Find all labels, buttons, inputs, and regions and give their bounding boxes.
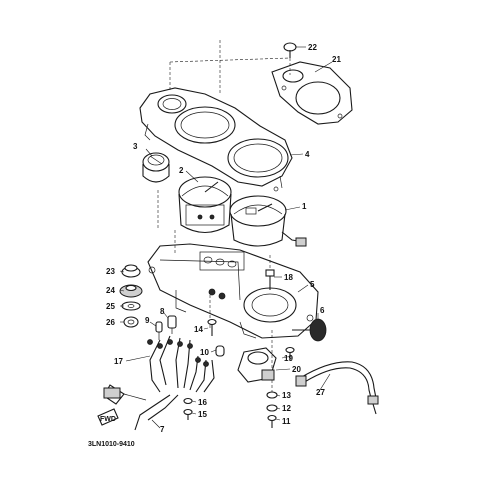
callout-3: 3 — [133, 142, 138, 151]
callout-14: 14 — [194, 325, 203, 334]
grommet-23 — [121, 264, 141, 278]
callout-6: 6 — [320, 306, 325, 315]
forward-direction-marker: FWD — [97, 408, 119, 426]
washer-12 — [266, 404, 278, 412]
tachometer-gauge — [178, 176, 232, 234]
callout-24: 24 — [106, 286, 115, 295]
bulb-10 — [215, 345, 225, 357]
indicator-unit — [142, 152, 170, 183]
callout-5: 5 — [310, 280, 315, 289]
screw-14 — [207, 318, 217, 336]
callout-27: 27 — [316, 388, 325, 397]
washer-16 — [183, 397, 193, 405]
callout-19: 19 — [284, 354, 293, 363]
callout-15: 15 — [198, 410, 207, 419]
bulb-socket-9 — [155, 321, 163, 340]
panel-screw — [283, 42, 297, 58]
grommet-24 — [119, 284, 143, 298]
nut-26 — [123, 316, 139, 328]
callout-21: 21 — [332, 55, 341, 64]
wire-harness — [103, 335, 215, 431]
speedo-gear-unit — [237, 347, 277, 383]
callout-13: 13 — [282, 391, 291, 400]
screw-15 — [183, 408, 193, 420]
bolt-18 — [265, 269, 275, 290]
leader-lines — [119, 46, 333, 429]
fwd-label: FWD — [100, 416, 116, 423]
callout-20: 20 — [292, 365, 301, 374]
speedometer-gauge — [229, 195, 307, 247]
callout-17: 17 — [114, 357, 123, 366]
bulb-socket-8 — [167, 315, 177, 334]
callout-9: 9 — [145, 316, 150, 325]
callout-23: 23 — [106, 267, 115, 276]
meter-housing-cover — [139, 87, 293, 192]
callout-22: 22 — [308, 43, 317, 52]
washer-13 — [266, 391, 278, 399]
callout-25: 25 — [106, 302, 115, 311]
callout-11: 11 — [282, 417, 291, 426]
callout-10: 10 — [200, 348, 209, 357]
washer-25 — [121, 301, 141, 311]
callout-12: 12 — [282, 404, 291, 413]
callout-7: 7 — [160, 425, 165, 434]
callout-1: 1 — [302, 202, 307, 211]
callout-labels: 22 21 4 3 2 1 5 6 18 23 24 25 26 8 9 10 … — [106, 43, 341, 434]
speedometer-cable — [295, 361, 379, 415]
callout-18: 18 — [284, 273, 293, 282]
callout-4: 4 — [305, 150, 310, 159]
drawing-code: 3LN1010-9410 — [88, 441, 135, 448]
callout-2: 2 — [179, 166, 184, 175]
meter-lower-case — [147, 243, 319, 339]
callout-26: 26 — [106, 318, 115, 327]
meter-panel-bezel — [271, 61, 353, 125]
screw-19 — [285, 346, 295, 360]
reset-knob — [292, 318, 327, 342]
screw-11 — [267, 414, 277, 428]
callout-8: 8 — [160, 307, 165, 316]
callout-16: 16 — [198, 398, 207, 407]
